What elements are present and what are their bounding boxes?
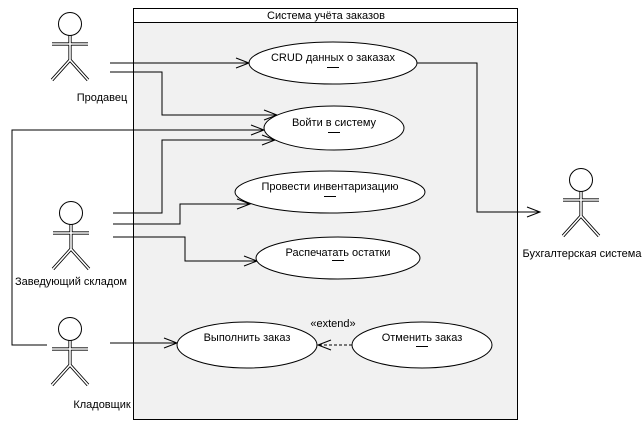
usecase-label: Отменить заказ [382,332,463,344]
system-title: Система учёта заказов [267,10,385,22]
actor-icon [561,166,601,238]
actor-icon [51,199,91,271]
system-border [133,8,518,420]
usecase-label: Выполнить заказ [204,332,291,344]
actor-label: Бухгалтерская система [523,248,642,260]
actor-storekeeper[interactable]: Кладовщик [50,315,131,412]
usecase-fulfill-order[interactable]: Выполнить заказ [176,321,318,369]
usecase-crud-orders[interactable]: CRUD данных о заказах [248,41,418,85]
actor-label: Кладовщик [73,399,131,411]
arrowhead [526,206,542,218]
connector-storekeeper-login [11,129,264,346]
usecase-print-stock[interactable]: Распечатать остатки [255,236,421,280]
actor-icon [50,315,90,387]
actor-accounting-system[interactable]: Бухгалтерская система [523,166,642,261]
connector-manager-login [113,139,275,214]
usecase-label: Войти в систему [292,117,377,129]
connector-manager-printstock [113,236,257,262]
arrowhead [236,198,252,210]
usecase-label: Распечатать остатки [286,247,391,259]
actor-seller[interactable]: Продавец [50,10,128,105]
actor-warehouse-manager[interactable]: Заведующий складом [15,199,127,289]
arrowhead [316,339,332,351]
extend-label: «extend» [310,318,355,330]
usecase-inventory[interactable]: Провести инвентаризацию [234,170,426,214]
actor-label: Продавец [77,92,128,104]
connector-manager-inventory [113,203,250,225]
actor-icon [50,10,90,82]
usecase-login[interactable]: Войти в систему [263,105,405,151]
usecase-label: CRUD данных о заказах [271,52,396,64]
connector-crud-accounting [417,62,540,213]
usecase-cancel-order[interactable]: Отменить заказ [351,321,493,369]
actor-label: Заведующий складом [15,276,127,288]
usecase-label: Провести инвентаризацию [261,181,398,193]
connector-seller-login [110,71,277,116]
